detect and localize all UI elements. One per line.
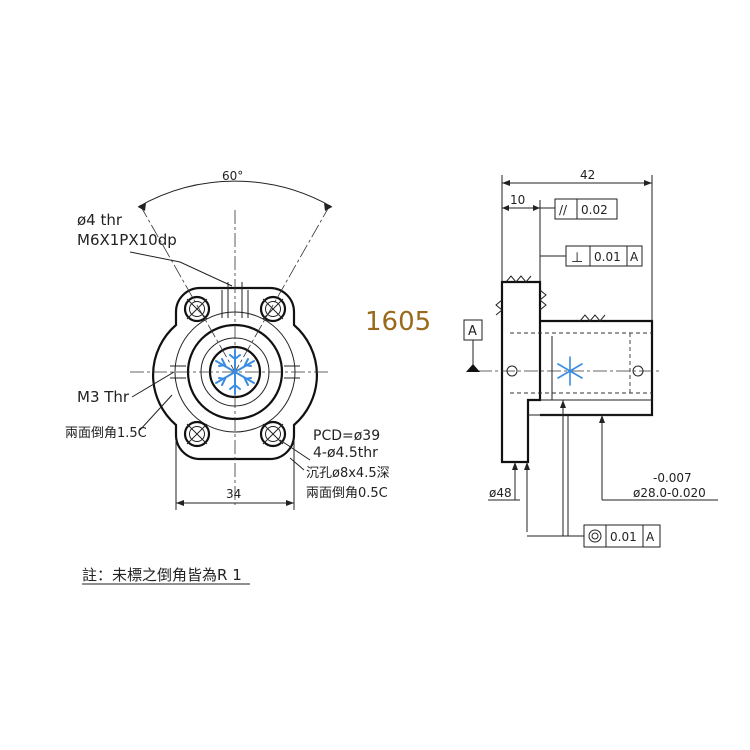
- angle-arc: [137, 180, 333, 208]
- concentric-tol: 0.01: [610, 530, 637, 544]
- flange-dia: ø48: [489, 486, 512, 500]
- flange-dia-arrow: [512, 462, 518, 470]
- parallelism-frame: // 0.02: [554, 198, 618, 220]
- perpendicularity-icon: ⊥: [571, 250, 583, 266]
- model-label: 1605: [365, 307, 431, 337]
- width-dim: 34: [226, 487, 241, 501]
- holes-label: 4-ø4.5thr: [313, 445, 378, 461]
- angle-line-right: [234, 204, 331, 373]
- side-threads: [170, 365, 300, 379]
- flange-dim: 10: [510, 193, 525, 207]
- flange-arrow-left: [502, 205, 509, 211]
- oil-hole-leader: [129, 251, 233, 287]
- body-dia: ø28.0-0.020: [633, 486, 706, 500]
- arc-arrow-left: [138, 203, 146, 211]
- front-view: 60° ø4 thr M6X1PX10dp M3 Thr 兩面倒角1.5C PC…: [65, 169, 390, 510]
- length-dim: 42: [580, 168, 595, 182]
- chamfer-left-leader: [139, 394, 173, 431]
- arc-arrow-right: [324, 203, 332, 211]
- flange-arrow-right: [533, 205, 540, 211]
- snowflake-icon: [215, 349, 255, 395]
- tol-upper: -0.007: [653, 471, 692, 485]
- pcd-label: PCD=ø39: [313, 428, 380, 444]
- surface-marks: [495, 275, 606, 322]
- perp-tol: 0.01: [594, 250, 621, 264]
- concentricity-icon: [588, 529, 602, 543]
- holes-leader: [279, 439, 311, 461]
- conc-arrow: [560, 400, 566, 408]
- angle-label: 60°: [222, 169, 243, 183]
- width-arrow-right: [286, 500, 294, 506]
- body-dia-arrow: [599, 415, 605, 423]
- flange-dia-arrow2: [524, 462, 530, 470]
- len-arrow-left: [502, 180, 510, 186]
- datum-label: A: [468, 324, 477, 339]
- snowflake-icon: [557, 356, 583, 386]
- parallelism-icon: //: [559, 203, 568, 217]
- perp-leader: [539, 255, 566, 282]
- angle-line-left: [139, 204, 236, 373]
- side-flange: [500, 280, 542, 464]
- width-arrow-left: [176, 500, 184, 506]
- m3-leader: [131, 371, 175, 398]
- counterbore-leader: [289, 457, 305, 471]
- len-arrow-right: [644, 180, 652, 186]
- flange-outline: [152, 286, 318, 461]
- m3-label: M3 Thr: [77, 388, 130, 406]
- oil-hole-thread: M6X1PX10dp: [77, 231, 177, 249]
- chamfer-right-label: 兩面倒角0.5C: [306, 486, 388, 501]
- note-text: 註：未標之倒角皆為R 1: [82, 566, 242, 584]
- concentricity-frame: 0.01 A: [583, 524, 661, 548]
- oil-hole-label: ø4 thr: [77, 211, 123, 229]
- chamfer-left-label: 兩面倒角1.5C: [65, 426, 147, 441]
- perpendicularity-frame: ⊥ 0.01 A: [565, 245, 643, 267]
- side-hole-right: [632, 365, 644, 377]
- counterbore-label: 沉孔ø8x4.5深: [306, 466, 390, 481]
- side-body: [540, 319, 654, 417]
- datum-triangle-icon: [466, 364, 480, 372]
- oil-hole: [221, 282, 249, 318]
- side-view: A 42 10 // 0.02 ⊥ 0.01: [463, 168, 718, 548]
- concentric-datum: A: [646, 530, 655, 544]
- parallel-tol: 0.02: [581, 203, 608, 217]
- side-hole-left: [506, 365, 518, 377]
- bolt-holes: [183, 295, 287, 448]
- perp-datum: A: [630, 250, 639, 264]
